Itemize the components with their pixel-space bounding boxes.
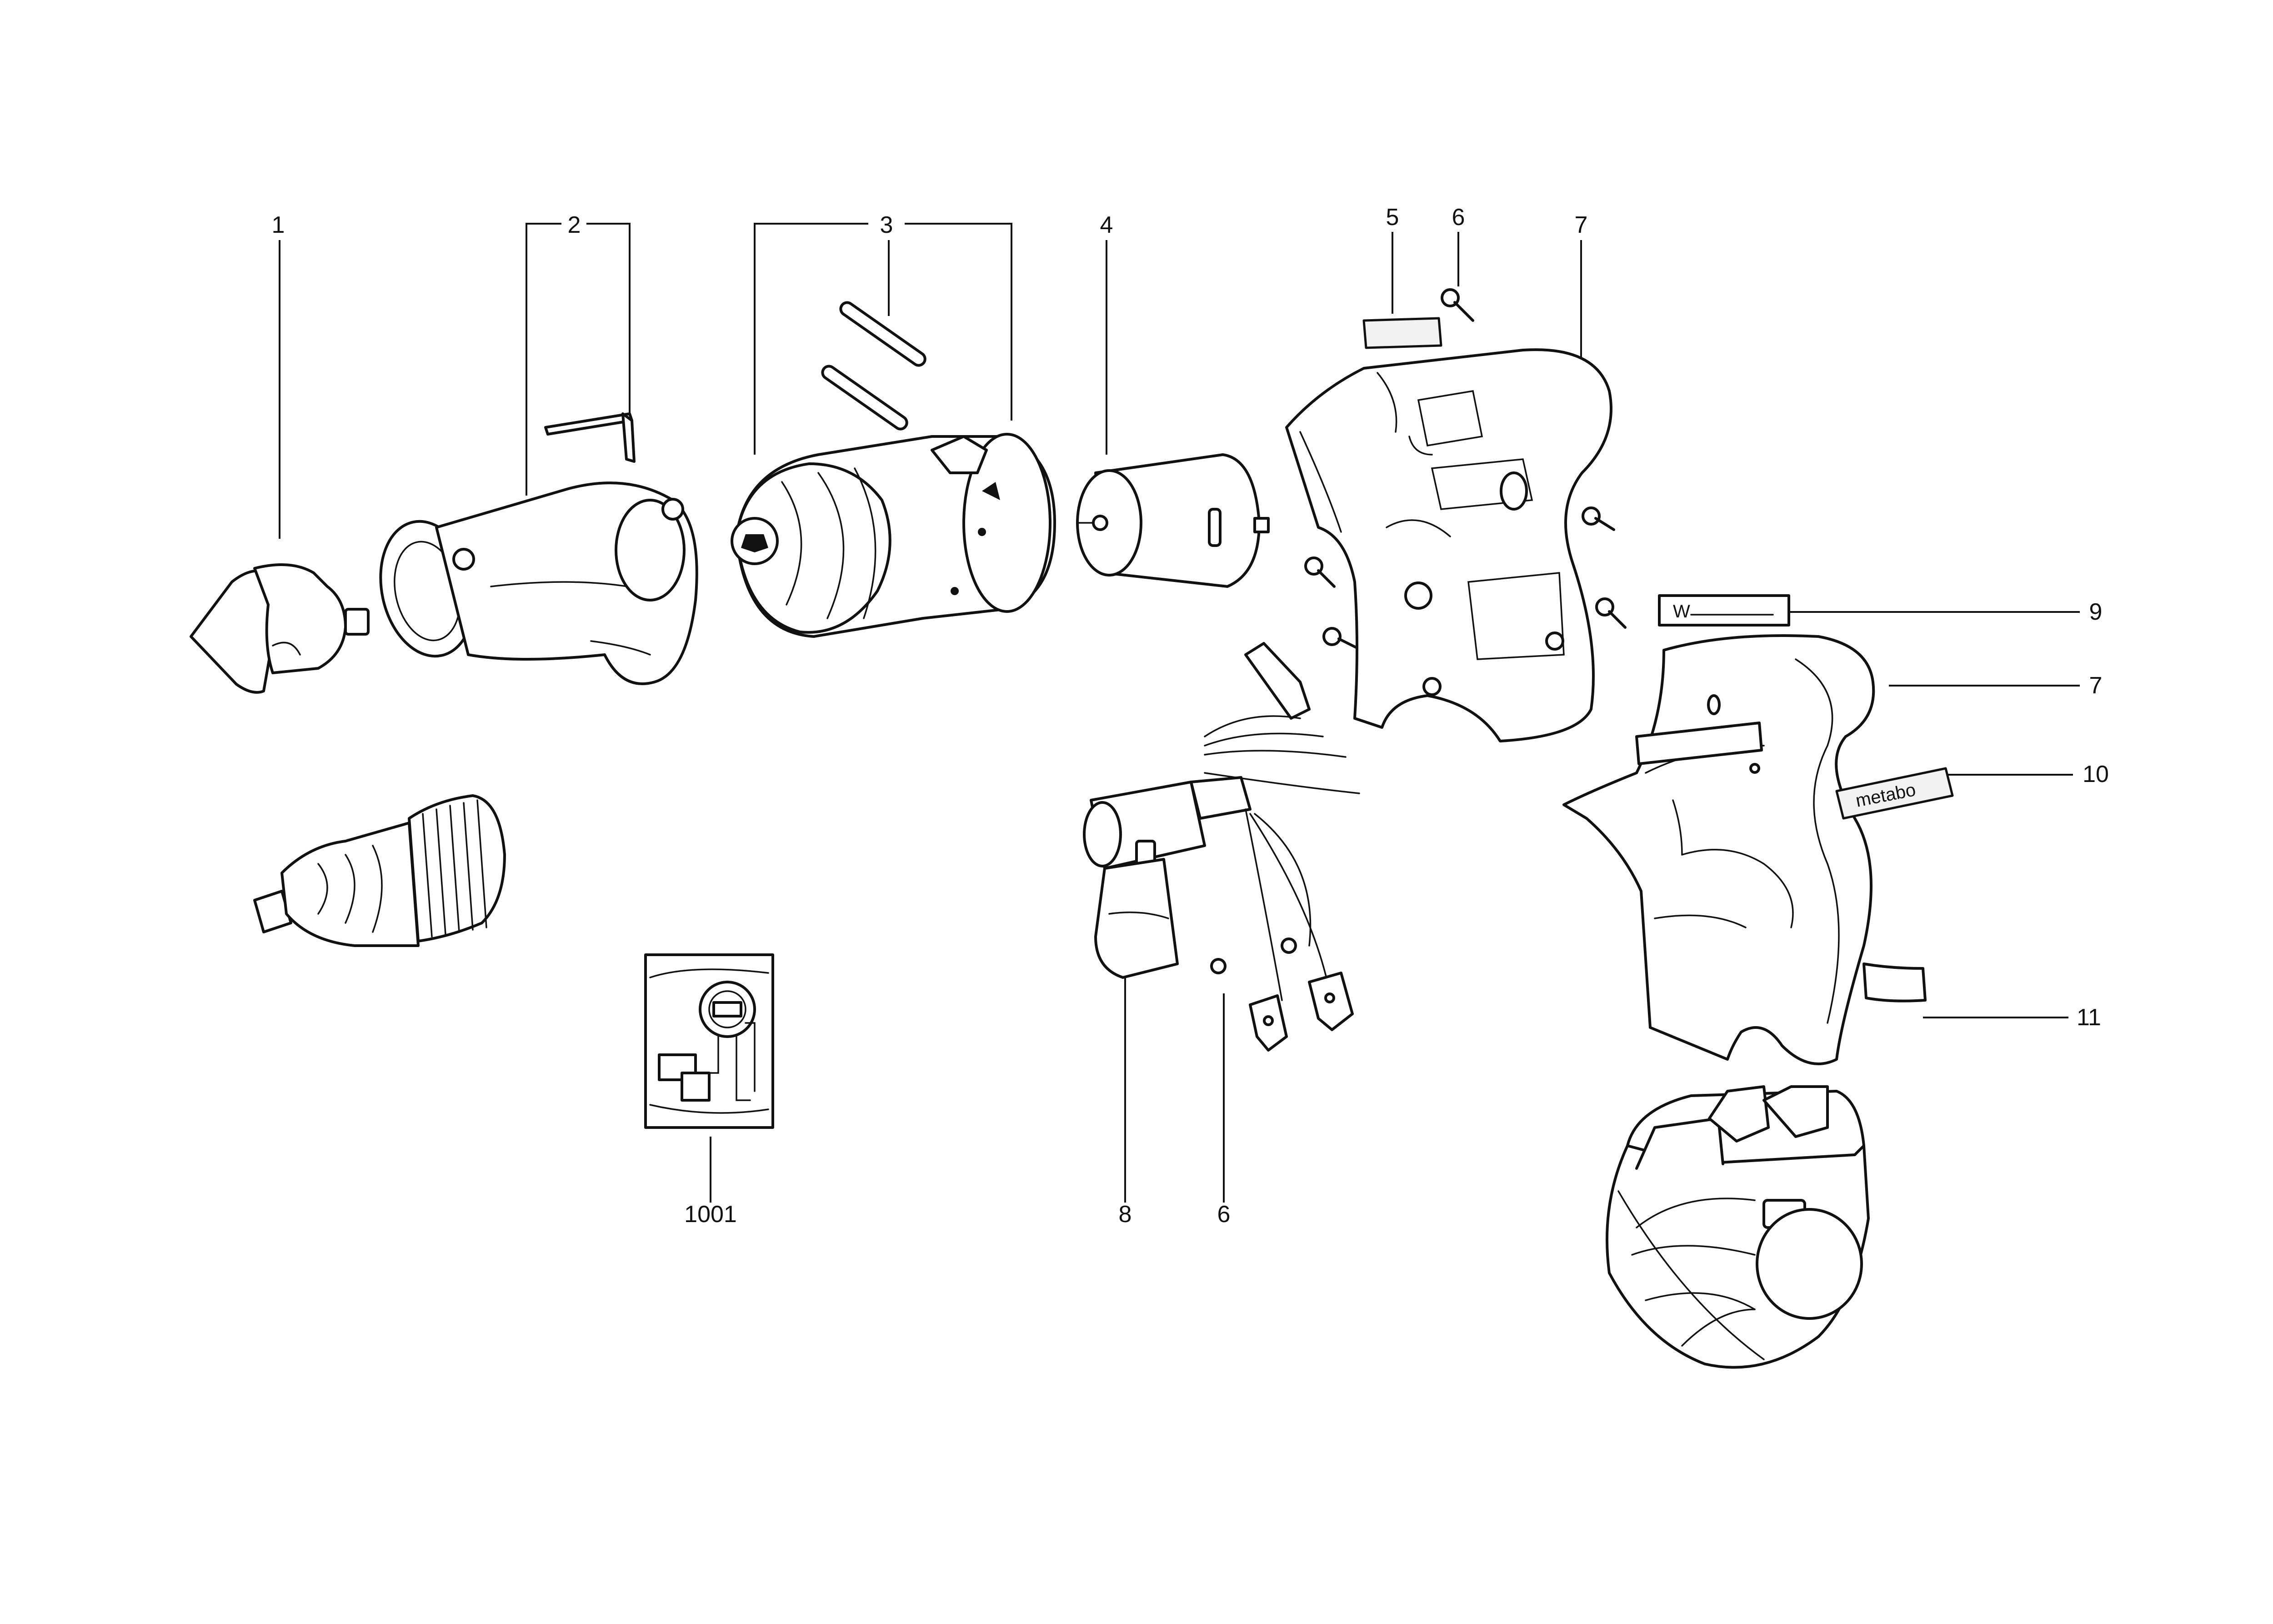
screw xyxy=(1582,506,1615,531)
part-2-gear-housing xyxy=(379,412,698,685)
callout-6-bottom: 6 xyxy=(1217,1201,1231,1228)
rating-sticker-text: W xyxy=(1673,601,1690,622)
callout-4: 4 xyxy=(1100,212,1113,238)
callout-7-right: 7 xyxy=(2089,672,2103,699)
callout-11: 11 xyxy=(2077,1004,2101,1031)
part-7-housing-left-shell xyxy=(1285,348,1612,742)
callout-8: 8 xyxy=(1119,1201,1132,1228)
callout-3: 3 xyxy=(880,212,893,238)
callout-2: 2 xyxy=(568,212,581,238)
part-4-motor xyxy=(1076,453,1270,588)
callout-10: 10 xyxy=(2083,761,2109,787)
callout-5: 5 xyxy=(1386,204,1399,231)
part-5-sticker xyxy=(1362,317,1442,349)
callout-7-top: 7 xyxy=(1575,212,1588,238)
screw xyxy=(1322,627,1358,649)
part-3-gearbox xyxy=(731,301,1056,638)
screw xyxy=(1304,556,1336,588)
part-8-switch xyxy=(1083,642,1360,1052)
screw xyxy=(1595,597,1627,629)
part-9-rating-sticker: W xyxy=(1658,594,1790,627)
leader-lines xyxy=(279,223,2080,1203)
callout-1: 1 xyxy=(272,212,285,238)
callout-1001: 1001 xyxy=(684,1201,737,1228)
callout-9: 9 xyxy=(2089,599,2103,625)
callout-6-top: 6 xyxy=(1452,204,1465,231)
keyless-chuck xyxy=(253,794,506,947)
part-6-screws xyxy=(1304,288,1627,649)
part-1001-wiring-schematic xyxy=(644,953,774,1129)
battery-pack xyxy=(1606,1085,1870,1369)
part-7-housing-right-shell xyxy=(1562,634,1875,1065)
part-1-chuck-adapter xyxy=(190,563,370,694)
part-11-label-strip xyxy=(1862,962,1927,1002)
callout-labels: 1 2 3 4 5 6 7 9 7 10 11 1001 8 6 xyxy=(272,204,2109,1228)
part-10-brand-sticker: metabo xyxy=(1835,767,1954,820)
screw xyxy=(1441,288,1474,322)
